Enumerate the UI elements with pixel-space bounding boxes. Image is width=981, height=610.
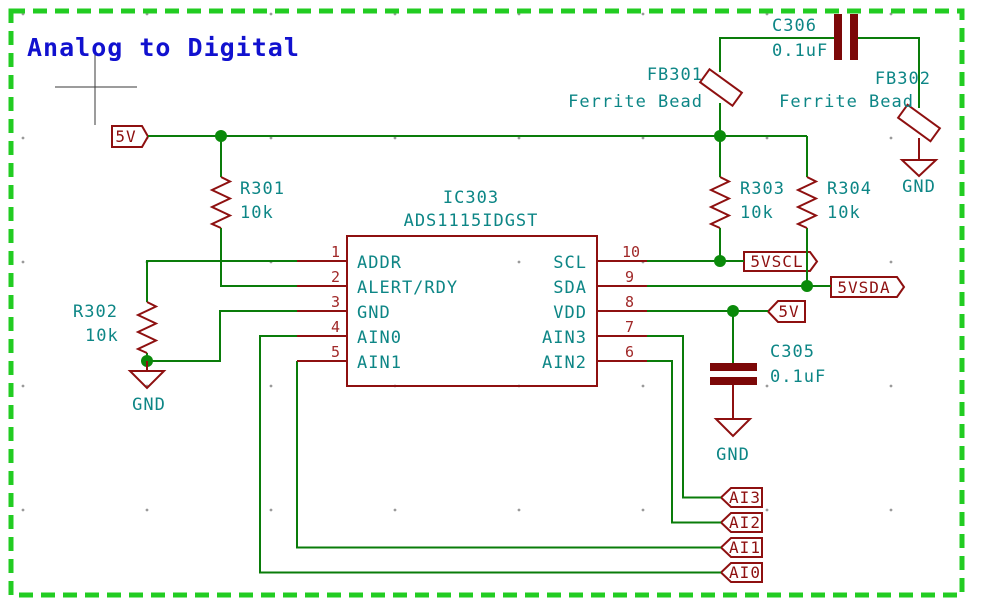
component-value: 10k xyxy=(827,203,861,223)
component-value: ADS1115IDGST xyxy=(404,211,539,231)
ic-right-pin-stubs xyxy=(597,260,647,362)
net-flag-ai1-label: AI1 xyxy=(729,538,761,557)
resistor-r304[interactable]: R304 10k xyxy=(795,176,872,229)
wire[interactable] xyxy=(296,361,721,549)
component-value: 10k xyxy=(740,203,774,223)
component-value: Ferrite Bead xyxy=(779,92,914,112)
capacitor-c306[interactable]: C306 0.1uF xyxy=(772,14,858,61)
net-flag-5vscl[interactable] xyxy=(743,251,819,272)
junction-dot xyxy=(801,280,813,292)
pin-name: GND xyxy=(357,303,391,323)
net-flag-5vsda[interactable] xyxy=(830,276,906,298)
wire[interactable] xyxy=(647,360,721,524)
pin-number: 5 xyxy=(331,343,340,361)
component-value: 0.1uF xyxy=(770,367,826,387)
power-flag-5v-left[interactable] xyxy=(111,125,150,148)
ferrite-bead-fb302[interactable]: FB302 Ferrite Bead xyxy=(779,69,942,143)
power-flag-5v-vdd[interactable] xyxy=(766,300,806,323)
net-flag-5vsda-label: 5VSDA xyxy=(837,278,890,297)
component-ref: FB302 xyxy=(875,69,931,89)
pin-number: 9 xyxy=(625,268,634,286)
pin-name: SDA xyxy=(553,278,587,298)
ic-ads1115[interactable]: IC303 ADS1115IDGST 1 2 3 4 xyxy=(297,188,647,387)
component-value: 10k xyxy=(85,326,119,346)
pin-number: 2 xyxy=(331,268,340,286)
component-ref: FB301 xyxy=(647,65,703,85)
net-flag-ai0[interactable] xyxy=(719,562,763,583)
gnd-symbol-c305[interactable]: GND xyxy=(713,385,753,465)
component-ref: R303 xyxy=(740,179,785,199)
sheet-border xyxy=(8,8,965,598)
component-ref: R302 xyxy=(73,302,118,322)
pin-number: 3 xyxy=(331,293,340,311)
component-value: Ferrite Bead xyxy=(568,92,703,112)
wire[interactable] xyxy=(220,228,297,287)
wire[interactable] xyxy=(259,335,721,574)
wire[interactable] xyxy=(146,260,297,302)
net-flag-ai0-label: AI0 xyxy=(729,563,761,582)
pin-number: 7 xyxy=(625,318,634,336)
pin-number: 6 xyxy=(625,343,634,361)
gnd-symbol-fb302[interactable]: GND xyxy=(899,138,939,197)
resistor-r303[interactable]: R303 10k xyxy=(708,176,785,229)
pin-name: AIN1 xyxy=(357,353,402,373)
power-flag-5v-vdd-label: 5V xyxy=(778,302,799,321)
wire[interactable] xyxy=(647,335,721,499)
junction-dot xyxy=(727,305,739,317)
net-flag-ai2-label: AI2 xyxy=(729,513,761,532)
gnd-symbol-r302[interactable]: GND xyxy=(127,361,167,415)
pin-name: AIN2 xyxy=(542,353,587,373)
resistor-r302[interactable]: R302 10k xyxy=(73,301,159,354)
pin-number: 1 xyxy=(331,243,340,261)
net-flag-ai3-label: AI3 xyxy=(729,488,761,507)
net-flag-ai1[interactable] xyxy=(719,537,763,558)
component-ref: R301 xyxy=(240,179,285,199)
component-value: 10k xyxy=(240,203,274,223)
wire[interactable] xyxy=(857,37,920,108)
junction-dot xyxy=(714,255,726,267)
net-flag-5vscl-label: 5VSCL xyxy=(750,252,803,271)
origin-crosshair-icon xyxy=(55,48,137,125)
power-flag-5v-left-label: 5V xyxy=(115,127,136,146)
pin-name: AIN3 xyxy=(542,328,587,348)
gnd-label: GND xyxy=(132,395,166,415)
ferrite-bead-fb301[interactable]: FB301 Ferrite Bead xyxy=(568,65,744,112)
net-flag-ai2[interactable] xyxy=(719,512,763,533)
gnd-label: GND xyxy=(902,177,936,197)
pin-number: 4 xyxy=(331,318,340,336)
gnd-label: GND xyxy=(716,445,750,465)
sheet-title: Analog to Digital xyxy=(27,33,300,62)
pin-name: AIN0 xyxy=(357,328,402,348)
junction-dot xyxy=(215,130,227,142)
capacitor-c305[interactable]: C305 0.1uF xyxy=(710,342,826,387)
wires xyxy=(146,37,920,574)
ic-left-pin-stubs xyxy=(297,260,347,362)
component-ref: R304 xyxy=(827,179,872,199)
pin-name: VDD xyxy=(553,303,587,323)
wire[interactable] xyxy=(719,37,834,72)
net-flag-ai3[interactable] xyxy=(719,487,763,508)
pin-name: SCL xyxy=(553,253,587,273)
component-ref: IC303 xyxy=(443,188,499,208)
pin-number: 10 xyxy=(622,243,640,261)
junction-dots xyxy=(141,130,813,367)
component-ref: C306 xyxy=(772,16,817,36)
pin-name: ALERT/RDY xyxy=(357,278,458,298)
pin-name: ADDR xyxy=(357,253,402,273)
resistor-r301[interactable]: R301 10k xyxy=(209,176,285,229)
component-value: 0.1uF xyxy=(772,41,828,61)
component-ref: C305 xyxy=(770,342,815,362)
junction-dot xyxy=(714,130,726,142)
pin-number: 8 xyxy=(625,293,634,311)
